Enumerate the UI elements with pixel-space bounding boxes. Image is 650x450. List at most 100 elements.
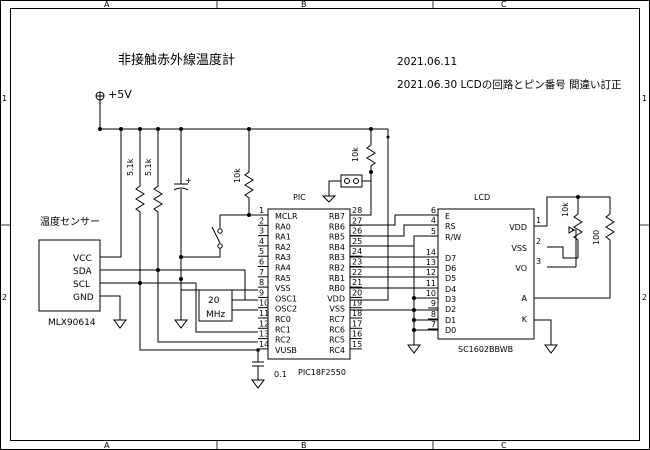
sensor-pin-sda: SDA — [73, 267, 92, 277]
grid-col-a-top: A — [104, 0, 110, 9]
resistor-10k-mclr-value: 10k — [233, 168, 242, 183]
pic-pin-number-left: 2 — [259, 216, 264, 225]
capacitor-vusb-value: 0.1 — [274, 370, 287, 379]
crystal-unit: MHz — [206, 310, 226, 320]
lcd-pin-name-left: R/W — [445, 233, 461, 242]
pic-pin-name-left: RC0 — [275, 315, 291, 324]
lcd-pin-name-left: D4 — [445, 285, 456, 294]
capacitor-vusb: 0.1 — [251, 350, 287, 389]
ground-sensor — [113, 319, 127, 329]
pic-pin-name-left: OSC1 — [275, 294, 297, 303]
sensor-title: 温度センサー — [40, 215, 100, 228]
sensor-part-number: MLX90614 — [48, 318, 96, 328]
pic-pin-name-left: RA3 — [275, 253, 291, 262]
lcd-pin-name-left: E — [445, 212, 450, 221]
pic-pin-name-right: RB0 — [329, 284, 345, 293]
capacitor-bypass: + — [173, 129, 192, 329]
lcd-pin-number-left: 9 — [431, 299, 436, 308]
lcd-module: LCD SC1602BBWB 6E4RS5R/W14D713D612D511D4… — [426, 193, 541, 354]
pic-pin-number-right: 28 — [352, 206, 362, 215]
pic-body — [267, 208, 351, 360]
lcd-pin-number-left: 8 — [431, 310, 436, 319]
data-bus-wires — [350, 135, 438, 311]
resistor-10k-rb-value: 10k — [351, 147, 360, 162]
pic-pin-name-left: OSC2 — [275, 305, 297, 314]
grid-row-2-right: 2 — [642, 293, 647, 302]
lcd-pin-name-left: D5 — [445, 274, 456, 283]
pic-pin-name-right: RB4 — [329, 243, 345, 252]
pot-10k-value: 10k — [561, 202, 570, 217]
grid-col-a-bottom: A — [104, 441, 110, 450]
revision-date-1: 2021.06.11 — [397, 56, 457, 68]
lcd-pin-name-right: VO — [515, 264, 527, 273]
pic-pin-number-right: 22 — [352, 268, 362, 277]
pic-pin-name-right: RC7 — [329, 315, 345, 324]
lcd-pin-number-right: 2 — [536, 237, 541, 246]
capacitor-plus-sign: + — [185, 176, 192, 185]
resistor-5k1-b-value: 5.1k — [144, 158, 153, 176]
lcd-pin-number-left: 11 — [426, 279, 436, 288]
pic-label: PIC — [293, 193, 306, 202]
lcd-pin-number-right: 3 — [536, 257, 541, 266]
resistor-100-value: 100 — [592, 230, 601, 245]
pic-pin-name-left: RA2 — [275, 243, 291, 252]
power-supply-5v: +5V — [95, 88, 132, 129]
reset-switch — [181, 214, 249, 258]
pic-pin-number-right: 26 — [352, 227, 362, 236]
pic-pin-number-left: 7 — [259, 268, 264, 277]
resistor-5k1-a: 5.1k — [126, 129, 145, 283]
pic-pin-number-left: 1 — [259, 206, 264, 215]
lcd-pin-number-left: 5 — [431, 227, 436, 236]
power-label: +5V — [108, 88, 132, 101]
resistor-5k1-b: 5.1k — [144, 129, 163, 270]
lcd-contrast-network: 10k 100 — [534, 195, 615, 354]
sensor-body — [38, 239, 101, 312]
pic-pin-number-right: 23 — [352, 258, 362, 267]
pic-microcontroller: PIC PIC18F2550 1MCLR2RA03RA14RA25RA36RA4… — [258, 193, 362, 377]
lcd-pin-name-right: K — [522, 315, 528, 324]
ground-capacitor — [174, 319, 188, 329]
grid-row-1-right: 1 — [642, 94, 647, 103]
lcd-pin-number-left: 12 — [426, 268, 436, 277]
lcd-body — [437, 208, 535, 340]
pic-pin-name-right: RC4 — [329, 346, 345, 355]
pic-pin-name-left: RA5 — [275, 274, 291, 283]
grid-col-b-bottom: B — [301, 441, 307, 450]
diagram-title: 非接触赤外線温度計 — [118, 52, 235, 68]
lcd-pin-name-left: D0 — [445, 326, 456, 335]
pic-pin-name-right: RB3 — [329, 253, 345, 262]
pic-pin-number-right: 17 — [352, 319, 362, 328]
sensor-pin-scl: SCL — [73, 280, 90, 290]
pic-pin-name-right: RB6 — [329, 222, 345, 231]
pic-pin-name-right: RB2 — [329, 264, 345, 273]
lcd-pin-number-right: 1 — [536, 216, 541, 225]
grid-row-1-left: 1 — [2, 94, 7, 103]
lcd-label: LCD — [474, 193, 490, 202]
lcd-pin-name-left: D2 — [445, 305, 456, 314]
pic-pin-number-right: 18 — [352, 309, 362, 318]
pic-pin-number-left: 4 — [259, 237, 264, 246]
pic-pin-name-right: VDD — [327, 294, 345, 303]
sensor-pin-gnd: GND — [73, 293, 94, 303]
grid-row-2-left: 2 — [2, 293, 7, 302]
pic-pin-number-left: 14 — [259, 340, 269, 349]
crystal-20mhz: 20 MHz — [198, 289, 258, 322]
lcd-pin-number-left: 7 — [431, 320, 436, 329]
lcd-pins: 6E4RS5R/W14D713D612D511D410D39D28D17D0VD… — [426, 206, 541, 335]
pic-pin-number-left: 5 — [259, 247, 264, 256]
lcd-pin-number-left: 13 — [426, 258, 436, 267]
pic-pin-name-left: RA4 — [275, 264, 291, 273]
lcd-pin-name-left: D1 — [445, 316, 456, 325]
resistor-10k-mclr: 10k — [233, 129, 258, 217]
pic-pin-number-right: 25 — [352, 237, 362, 246]
pic-part-number: PIC18F2550 — [298, 368, 346, 377]
lcd-pin-number-left: 14 — [426, 248, 436, 257]
lcd-pin-name-left: D6 — [445, 264, 456, 273]
pic-pin-number-left: 13 — [259, 330, 269, 339]
pic-pin-number-left: 11 — [259, 309, 269, 318]
resistor-5k1-a-value: 5.1k — [126, 158, 135, 176]
crystal-frequency: 20 — [208, 296, 220, 306]
pic-pin-name-left: VUSB — [275, 346, 297, 355]
pic-pin-number-right: 24 — [352, 247, 362, 256]
